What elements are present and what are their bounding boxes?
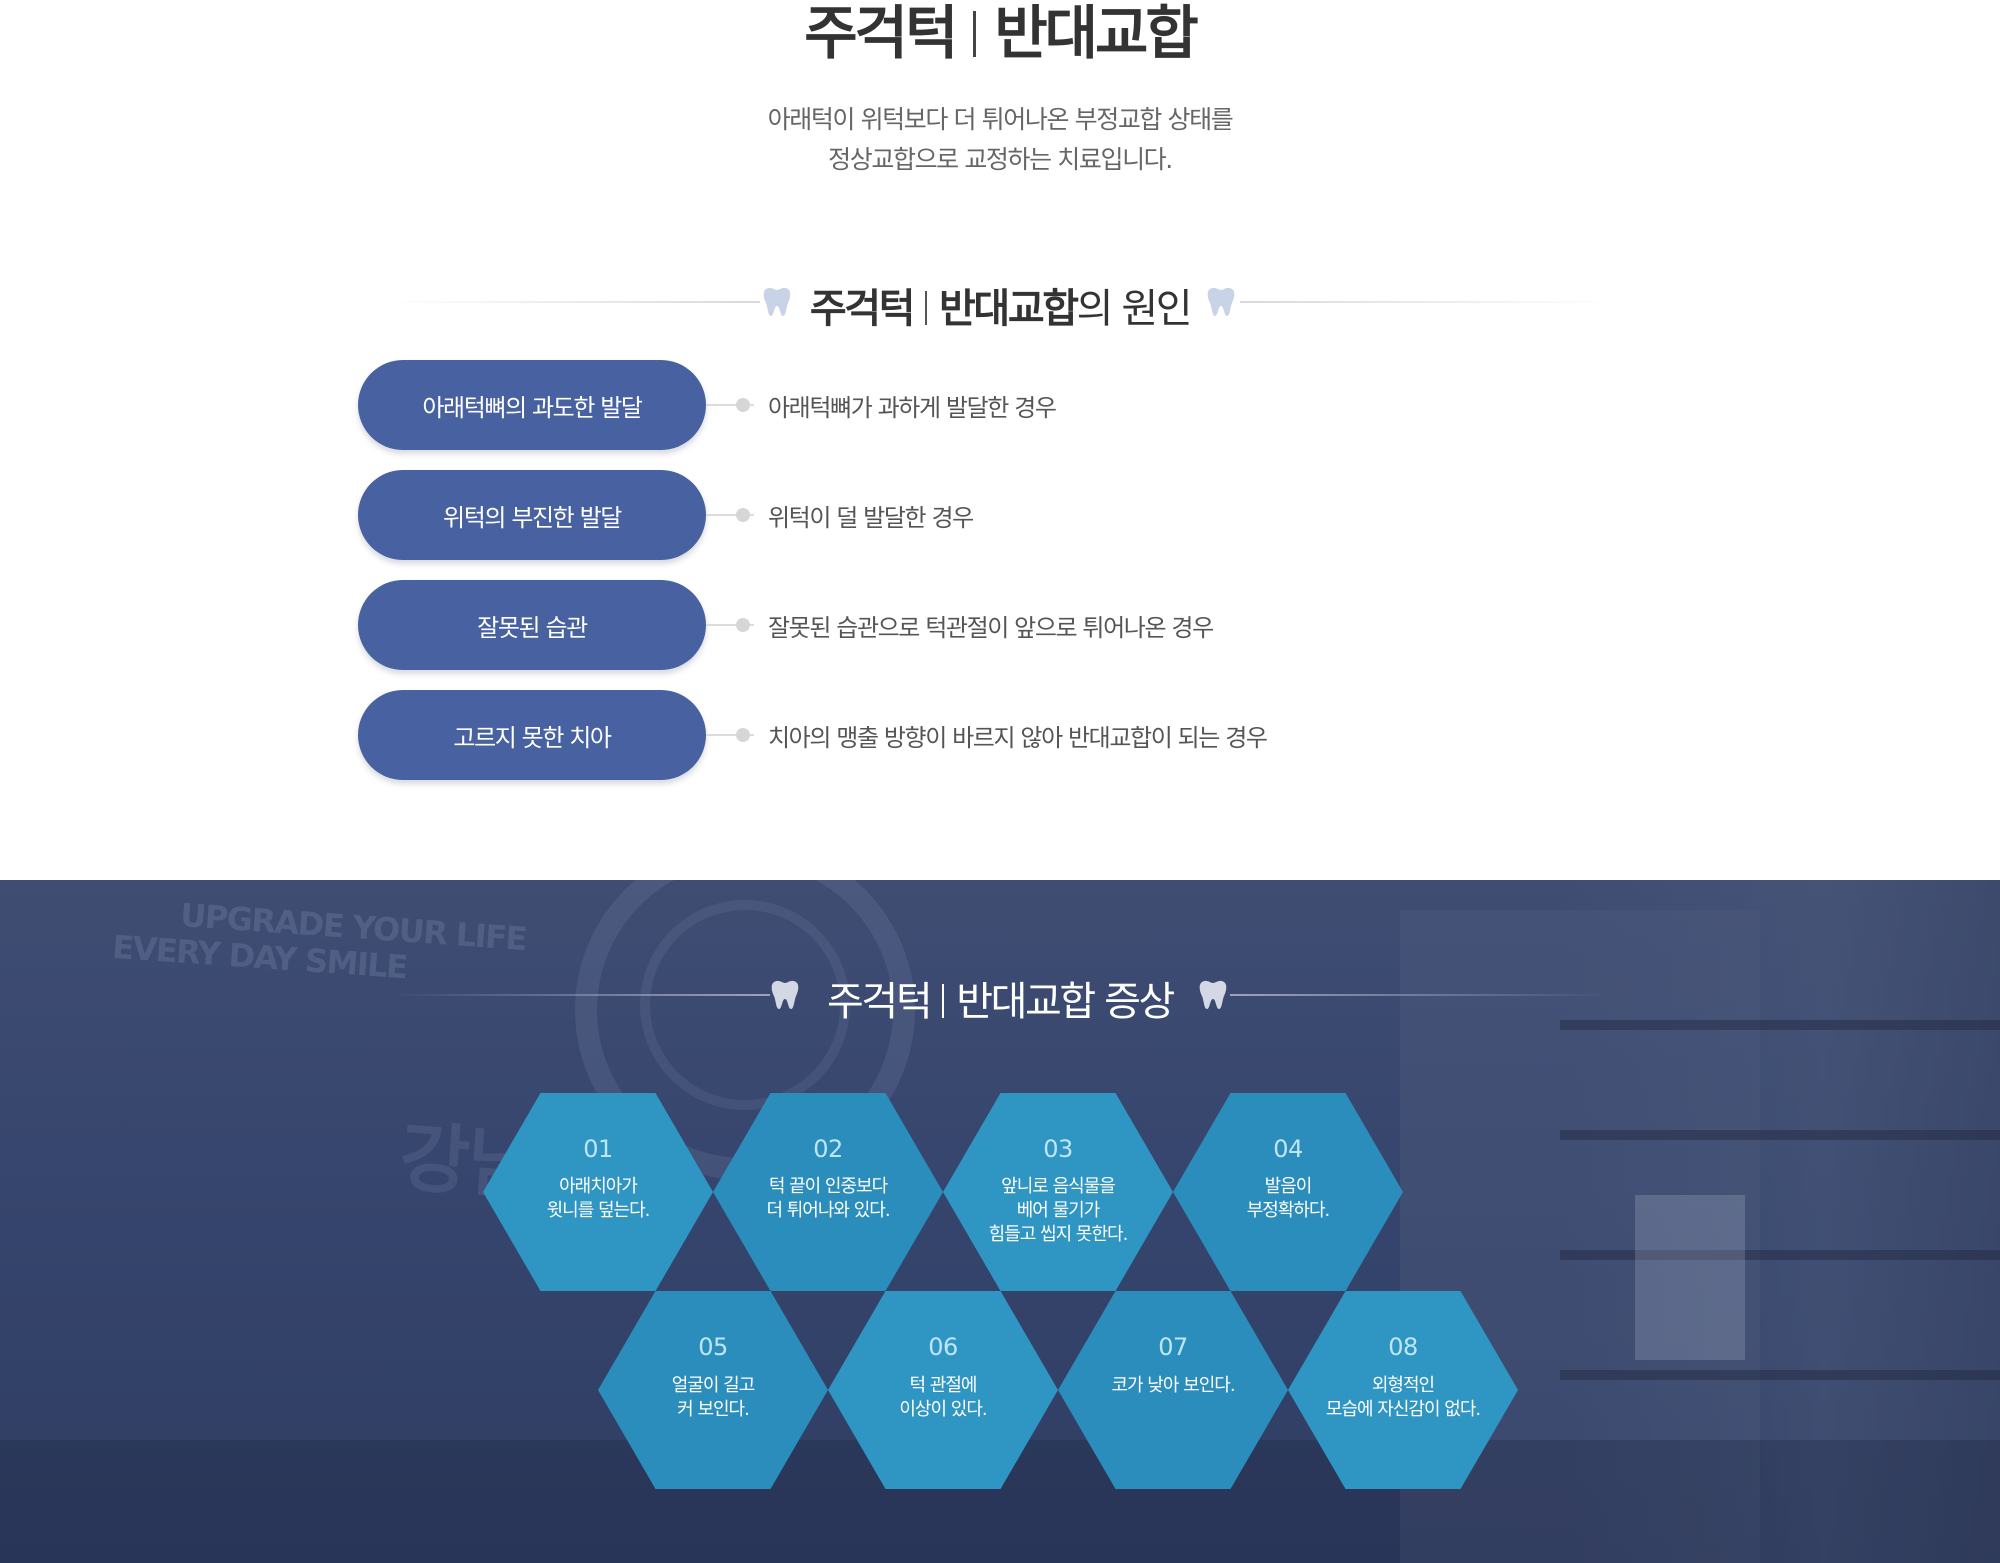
symptom-number: 07 [1158,1333,1188,1361]
symptom-number: 02 [813,1135,843,1163]
background-shelf [1560,1250,2000,1260]
background-shelf [1560,1370,2000,1380]
symptom-number: 04 [1273,1135,1303,1163]
section-title: 주걱턱 반대교합 증상 [0,969,2000,1027]
symptom-text: 외형적인 모습에 자신감이 없다. [1325,1375,1481,1420]
cause-item: 고르지 못한 치아 치아의 맹출 방향이 바르지 않아 반대교합이 되는 경우 [358,690,1358,780]
connector-line [706,404,754,406]
cause-label-pill: 위턱의 부진한 발달 [358,470,706,560]
background-picture-frame [1635,1195,1745,1360]
cause-label-pill: 아래턱뼈의 과도한 발달 [358,360,706,450]
connector-line [706,734,754,736]
symptom-number: 03 [1043,1135,1073,1163]
title-suffix: 의 원인 [1076,286,1193,332]
cause-item: 아래턱뼈의 과도한 발달 아래턱뼈가 과하게 발달한 경우 [358,360,1358,450]
heading-line-right [1240,301,1615,303]
title-part-b: 반대교합 증상 [956,979,1175,1025]
symptom-text: 턱 관절에 이상이 있다. [899,1375,987,1420]
background-logo-ring [640,900,850,1110]
symptom-number: 06 [928,1333,958,1361]
tooth-icon [1207,287,1235,316]
title-divider [973,11,977,57]
cause-description: 위턱이 덜 발달한 경우 [768,504,974,532]
cause-label-pill: 잘못된 습관 [358,580,706,670]
symptom-text: 아래치아가 윗니를 덮는다. [546,1176,651,1221]
title-part-a: 주걱턱 [804,0,958,67]
connector-line [706,514,754,516]
tooth-icon [1199,980,1227,1009]
connector-dot [736,508,750,522]
symptom-hexagon: 08 외형적인 모습에 자신감이 없다. [1288,1291,1518,1489]
title-part-b: 반대교합 [994,0,1198,67]
symptom-hexagon: 04 발음이 부정확하다. [1173,1093,1403,1291]
cause-description: 아래턱뼈가 과하게 발달한 경우 [768,394,1057,422]
symptom-number: 05 [698,1333,728,1361]
title-part-a: 주걱턱 [827,979,933,1025]
symptom-text: 턱 끝이 인중보다 더 튀어나와 있다. [766,1176,890,1221]
title-part-b: 반대교합 [939,286,1079,332]
cause-item: 잘못된 습관 잘못된 습관으로 턱관절이 앞으로 튀어나온 경우 [358,580,1358,670]
background-shelves [1560,880,2000,1563]
symptom-hexagon: 07 코가 낮아 보인다. [1058,1291,1288,1489]
heading-line-left [390,994,770,996]
symptom-number: 01 [583,1135,613,1163]
title-divider [942,984,945,1018]
cause-label-pill: 고르지 못한 치아 [358,690,706,780]
heading-line-right [1230,994,1610,996]
title-part-a: 주걱턱 [809,286,916,332]
connector-dot [736,618,750,632]
connector-dot [736,398,750,412]
symptom-number: 08 [1388,1333,1418,1361]
symptom-text: 발음이 부정확하다. [1246,1176,1331,1221]
background-shelf [1560,1130,2000,1140]
background-shelf [1560,1020,2000,1030]
title-divider [925,291,928,325]
section-title: 주걱턱 반대교합의 원인 [0,276,2000,334]
cause-section-heading: 주걱턱 반대교합의 원인 [0,272,2000,332]
cause-description: 잘못된 습관으로 턱관절이 앞으로 튀어나온 경우 [768,614,1214,642]
tooth-icon [763,287,791,316]
symptom-text: 코가 낮아 보인다. [1111,1375,1235,1396]
symptom-text: 앞니로 음식물을 베어 물기가 힘들고 씹지 못한다. [988,1176,1129,1245]
heading-line-left [385,301,760,303]
cause-description: 치아의 맹출 방향이 바르지 않아 반대교합이 되는 경우 [768,724,1268,752]
intro-description: 아래턱이 위턱보다 더 튀어나온 부정교합 상태를 정상교합으로 교정하는 치료… [0,100,2000,180]
cause-item: 위턱의 부진한 발달 위턱이 덜 발달한 경우 [358,470,1358,560]
page-title: 주걱턱 반대교합 [0,0,2000,70]
intro-line-2: 정상교합으로 교정하는 치료입니다. [828,145,1173,174]
symptom-section-heading: 주걱턱 반대교합 증상 [0,965,2000,1025]
connector-line [706,624,754,626]
intro-line-1: 아래턱이 위턱보다 더 튀어나온 부정교합 상태를 [767,105,1234,134]
symptom-text: 얼굴이 길고 커 보인다. [671,1375,756,1420]
connector-dot [736,728,750,742]
tooth-icon [771,980,799,1009]
